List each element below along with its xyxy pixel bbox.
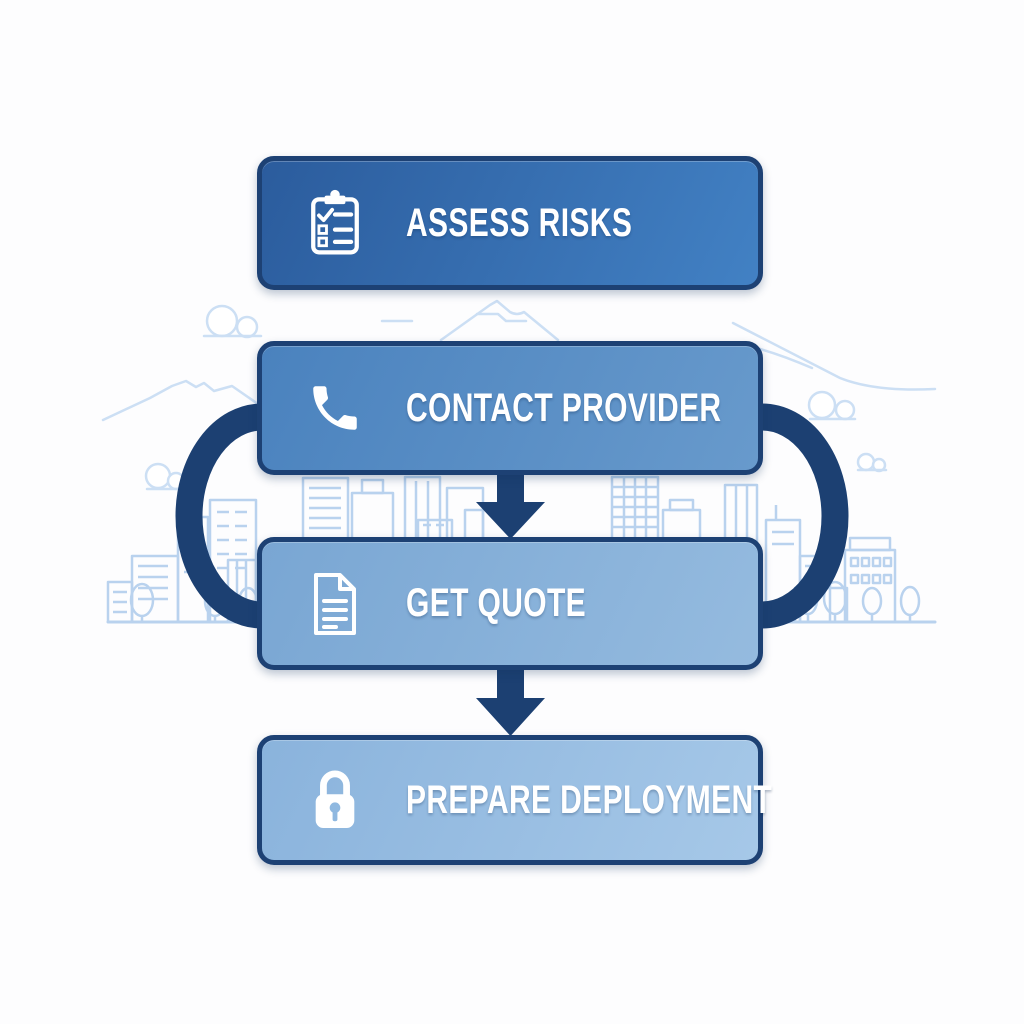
- step-get-quote: GET QUOTE: [257, 537, 763, 670]
- lock-icon: [302, 768, 368, 832]
- step-label: PREPARE DEPLOYMENT: [406, 777, 773, 822]
- document-icon: [302, 572, 368, 636]
- phone-icon: [302, 379, 368, 437]
- step-label: CONTACT PROVIDER: [406, 385, 722, 430]
- step-contact-provider: CONTACT PROVIDER: [257, 341, 763, 475]
- right-loop-connector: [761, 403, 849, 629]
- step-assess-risks: ASSESS RISKS: [257, 156, 763, 290]
- step-label: GET QUOTE: [406, 581, 587, 625]
- down-arrow-2: [476, 660, 545, 736]
- left-loop-connector: [175, 403, 263, 629]
- clipboard-checklist-icon: [302, 188, 368, 258]
- step-prepare-deployment: PREPARE DEPLOYMENT: [257, 735, 772, 865]
- step-label: ASSESS RISKS: [406, 200, 633, 245]
- mountains-art: [101, 299, 937, 422]
- down-arrow-1: [476, 464, 545, 539]
